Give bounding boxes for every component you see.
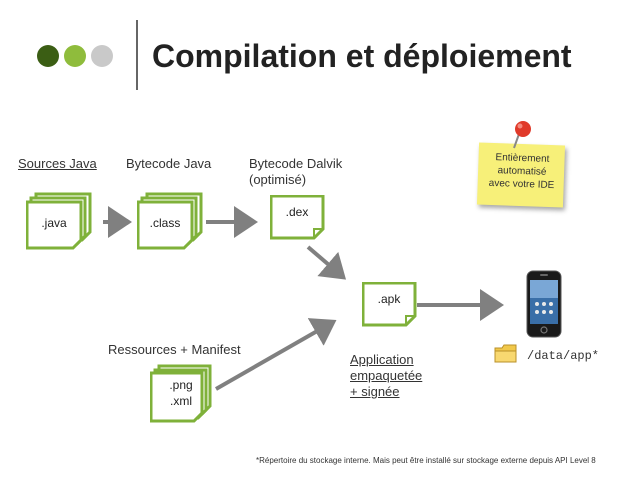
data-app-path: /data/app* bbox=[527, 349, 600, 363]
label-sources-java: Sources Java bbox=[18, 156, 97, 171]
page-title: Compilation et déploiement bbox=[152, 38, 572, 74]
dex-file-icon bbox=[270, 195, 325, 240]
class-file-icon bbox=[137, 192, 203, 250]
label-signee: + signée bbox=[350, 384, 400, 399]
png-file-label: .png bbox=[169, 378, 193, 392]
label-bytecode-java: Bytecode Java bbox=[126, 156, 212, 171]
header-dot-green bbox=[64, 45, 86, 67]
pushpin-icon bbox=[513, 121, 531, 149]
header-dot-dark bbox=[37, 45, 59, 67]
apk-file-label: .apk bbox=[377, 292, 401, 306]
apk-file-icon bbox=[362, 282, 417, 327]
arrow-dex-to-apk bbox=[306, 245, 347, 280]
footnote: *Répertoire du stockage interne. Mais pe… bbox=[256, 456, 596, 465]
label-bytecode-dalvik: Bytecode Dalvik bbox=[249, 156, 343, 171]
folder-icon bbox=[494, 344, 517, 363]
arrow-res-to-apk bbox=[215, 318, 337, 391]
xml-file-label: .xml bbox=[170, 394, 192, 408]
sticky-note-line-3: avec votre IDE bbox=[488, 177, 555, 192]
label-empaquetee: empaquetée bbox=[350, 368, 423, 383]
label-bytecode-dalvik-note: (optimisé) bbox=[249, 172, 307, 187]
label-ressources-manifest: Ressources + Manifest bbox=[108, 342, 241, 357]
header-dot-gray bbox=[91, 45, 113, 67]
java-file-label: .java bbox=[41, 216, 67, 230]
label-application: Application bbox=[350, 352, 414, 367]
dex-file-label: .dex bbox=[285, 205, 309, 219]
class-file-label: .class bbox=[149, 216, 181, 230]
sticky-note-text: Entièrement automatisé avec votre IDE bbox=[481, 151, 562, 193]
title-divider bbox=[136, 20, 138, 90]
resources-file-icon bbox=[150, 364, 212, 423]
phone-icon bbox=[526, 270, 562, 338]
java-file-icon bbox=[26, 192, 92, 250]
